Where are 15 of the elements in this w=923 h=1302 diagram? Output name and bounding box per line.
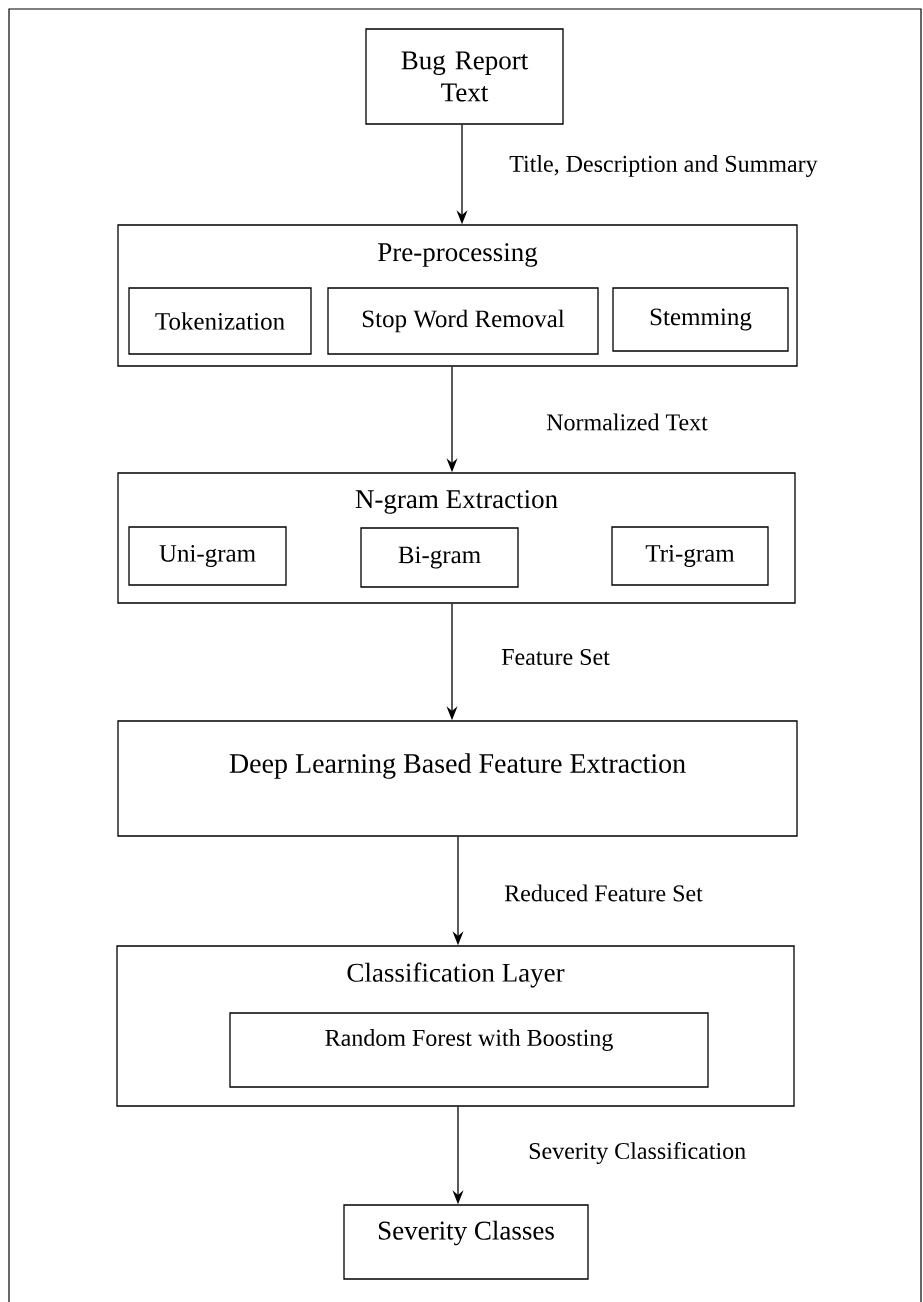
process-box: Bug Report Text: [365, 28, 564, 125]
step-box: Tokenization: [128, 287, 312, 355]
step-box: Stop Word Removal: [327, 287, 599, 355]
process-box: Severity Classes: [343, 1204, 589, 1280]
edge-label: Normalized Text: [545, 412, 709, 432]
step-box: Random Forest with Boosting: [229, 1012, 709, 1088]
edge-label: Reduced Feature Set: [503, 883, 704, 903]
edge-label: Title, Description and Summary: [508, 154, 819, 178]
step-box: Bi-gram: [360, 527, 519, 588]
step-box: Uni-gram: [128, 526, 287, 586]
step-box: Tri-gram: [611, 526, 769, 586]
edge-label: Feature Set: [500, 647, 611, 667]
edge-label: Severity Classification: [527, 1140, 748, 1166]
step-box: Stemming: [612, 287, 789, 352]
process-box: Deep Learning Based Feature Extraction: [117, 720, 798, 837]
